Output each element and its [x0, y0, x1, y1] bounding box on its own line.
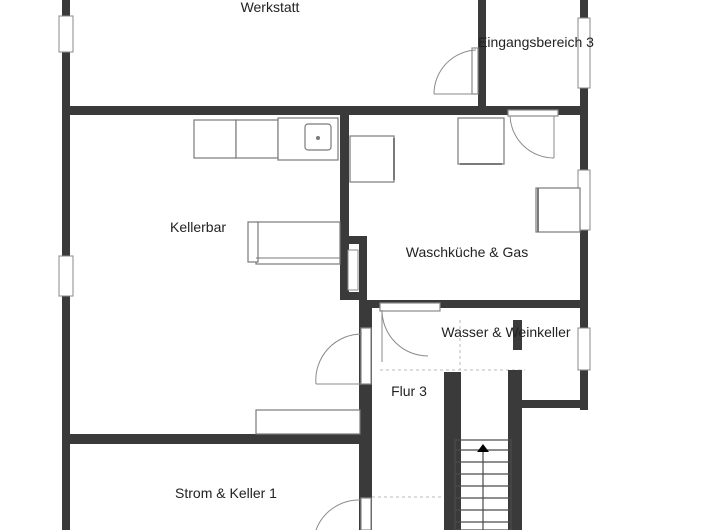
label-waschkueche-gas: Waschküche & Gas: [406, 244, 528, 260]
window-left-mid: [58, 255, 74, 297]
window-left-top: [58, 15, 74, 53]
door-wasser: [379, 302, 441, 362]
washing-machine-2: [457, 117, 505, 165]
window-kellerbar-stub: [347, 249, 359, 291]
door-strom: [315, 497, 372, 530]
label-flur-3: Flur 3: [391, 383, 427, 399]
fixtures: [193, 117, 581, 435]
door-waschkueche: [507, 109, 559, 159]
label-werkstatt: Werkstatt: [241, 0, 300, 15]
counter-cabinet-2: [235, 119, 279, 159]
window-wasser: [577, 327, 591, 371]
label-wasser-weinkeller: Wasser & Weinkeller: [441, 324, 570, 340]
doors: [315, 47, 559, 530]
door-kellerbar: [315, 327, 372, 385]
windows: [58, 15, 591, 371]
door-eingangsbereich: [433, 47, 479, 95]
label-eingangsbereich-3: Eingangsbereich 3: [478, 34, 594, 50]
counter-cabinet-1: [193, 119, 237, 159]
room-labels: Werkstatt Eingangsbereich 3 Kellerbar Wa…: [170, 0, 594, 501]
label-kellerbar: Kellerbar: [170, 219, 226, 235]
staircase: [454, 439, 512, 530]
washing-machine-1: [349, 135, 395, 183]
bar-counter-edge: [247, 221, 259, 263]
shelf-kellerbar: [255, 409, 361, 435]
window-eingang: [577, 17, 591, 89]
boiler: [535, 187, 581, 233]
threshold-lines: [372, 320, 525, 498]
label-strom-keller-1: Strom & Keller 1: [175, 485, 277, 501]
bar-counter: [255, 221, 341, 265]
